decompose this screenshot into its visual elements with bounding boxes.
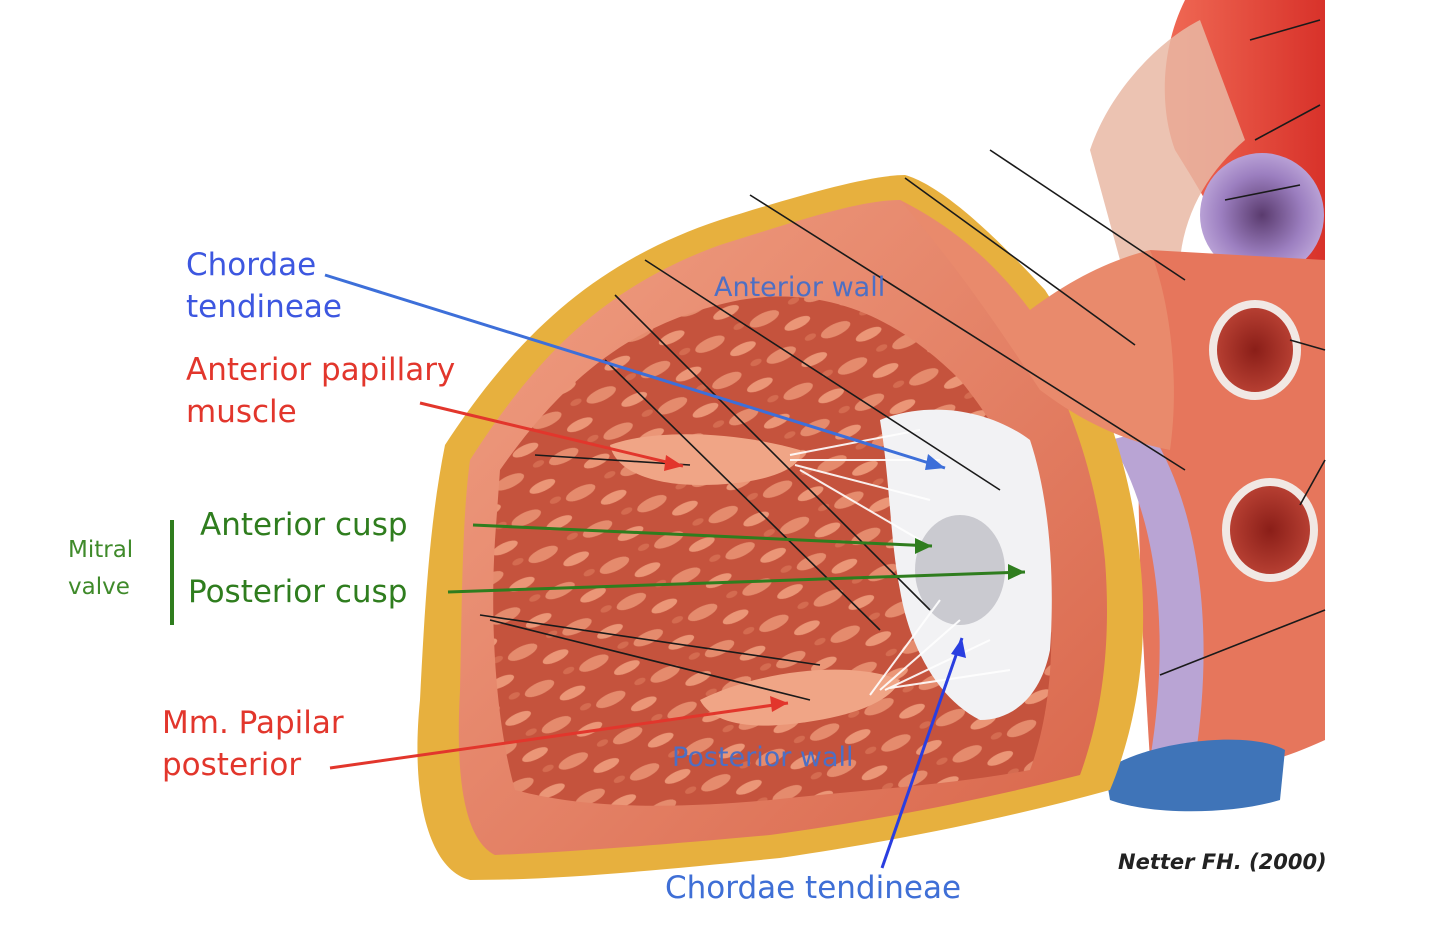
label-chordae-tendineae-top: Chordae tendineae [186, 247, 342, 325]
leader-anterior-cusp [472, 523, 933, 548]
labeled-leader-lines [324, 273, 1026, 869]
coronary-sinus [1110, 430, 1204, 760]
leader-chordae-bottom [880, 637, 964, 869]
leader-anterior-papillary [419, 401, 684, 468]
leader-posterior-papillary [329, 701, 789, 770]
arrowhead-posterior-papillary [770, 696, 788, 712]
label-mitral-valve: Mitral valve [68, 537, 134, 600]
great-vessels [1090, 0, 1325, 812]
label-posterior-cusp: Posterior cusp [188, 574, 408, 610]
inferior-vein [1105, 739, 1285, 812]
pulmonary-trunk [1090, 20, 1245, 260]
mitral-orifice [915, 515, 1005, 625]
label-chordae-tendineae-bottom: Chordae tendineae [665, 870, 962, 906]
arrowhead-anterior-cusp [915, 538, 932, 554]
pulmonary-vein-1 [1209, 300, 1301, 400]
leader-chordae-top [324, 273, 946, 470]
label-posterior-wall: Posterior wall [672, 742, 854, 773]
chordae-strands [789, 429, 1011, 696]
leader-posterior-cusp [447, 570, 1026, 594]
arrowhead-chordae-bottom [951, 638, 966, 658]
label-anterior-wall: Anterior wall [714, 272, 886, 303]
pulmonary-vein-2 [1222, 478, 1318, 582]
arrowhead-chordae-top [925, 454, 945, 470]
left-ventricle [417, 175, 1174, 880]
arrowhead-posterior-cusp [1008, 564, 1025, 580]
label-posterior-papillary-muscle: Mm. Papilar posterior [162, 705, 344, 783]
label-anterior-cusp: Anterior cusp [200, 507, 408, 543]
unlabeled-leader-lines [479, 19, 1326, 701]
arrowhead-anterior-papillary [664, 455, 683, 471]
image-credit: Netter FH. (2000) [1118, 850, 1327, 874]
superior-vein [1200, 153, 1324, 277]
atrial-wall-flap [900, 200, 1174, 450]
anterior-papillary-muscle [610, 434, 801, 485]
label-anterior-papillary-muscle: Anterior papillary muscle [186, 352, 456, 430]
